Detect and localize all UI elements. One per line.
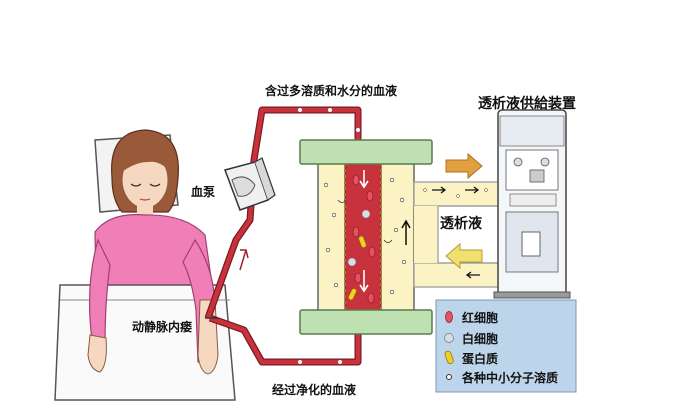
fistula-label: 动静脉内瘘 <box>132 320 193 334</box>
solute <box>389 177 395 183</box>
rbc <box>366 190 374 202</box>
dialyzer <box>299 139 433 335</box>
flow-arrow-down-icon <box>359 270 369 293</box>
pipe-arrow-right-icon <box>432 186 447 194</box>
legend-solute-icon <box>446 374 452 380</box>
top-blood-label: 含过多溶质和水分的血液 <box>265 84 398 98</box>
patient <box>54 129 236 401</box>
device-top-panel <box>499 115 565 147</box>
mouth <box>139 198 151 201</box>
device-label: 透析液供給装置 <box>478 96 576 112</box>
tube-cell <box>298 360 302 364</box>
tube-cell <box>356 128 360 132</box>
device-module <box>529 169 545 183</box>
tube-cell <box>338 360 342 364</box>
legend-wbc-icon <box>444 333 454 343</box>
dialysate-in-arrow-icon <box>445 242 483 270</box>
left-hand <box>87 334 107 373</box>
solute <box>393 227 399 233</box>
dialysate-connector <box>414 206 438 263</box>
flow-arrow-up-icon <box>239 249 249 271</box>
rbc <box>367 292 375 304</box>
pipe-arrow-right-icon <box>465 186 480 194</box>
device-connector-panel <box>509 193 557 207</box>
dialysate-out-arrow-icon <box>445 152 483 180</box>
diffusion-arrow-icon <box>383 239 393 243</box>
blood-pump <box>224 157 276 211</box>
solute <box>325 247 331 253</box>
dialysate-in-pipe <box>413 262 501 288</box>
wbc <box>361 209 371 219</box>
legend-protein-label: 蛋白质 <box>462 352 499 366</box>
gauge-icon <box>513 157 523 167</box>
rbc <box>354 272 362 284</box>
eye-right <box>149 183 161 187</box>
tube-cell <box>298 108 302 112</box>
solute <box>423 188 427 192</box>
pump-label: 血泵 <box>191 185 216 199</box>
legend-protein-icon <box>444 350 454 365</box>
legend-solute-label: 各种中小分子溶质 <box>462 371 559 385</box>
legend-box <box>435 299 577 393</box>
device-base <box>493 291 571 299</box>
pump-side <box>254 157 276 201</box>
solute <box>389 289 395 295</box>
dialyzer-top-cap <box>299 139 433 165</box>
bottom-blood-label: 经过净化的血液 <box>272 383 357 397</box>
legend <box>435 299 577 393</box>
solute <box>323 182 329 188</box>
dialysate-label: 透析液 <box>440 216 482 232</box>
flow-arrow-down-icon <box>359 170 369 189</box>
venous-line <box>209 315 361 365</box>
hair-bangs <box>122 147 170 172</box>
solute <box>484 188 488 192</box>
dialysate-out-pipe <box>413 181 501 207</box>
pipe-arrow-left-icon <box>465 271 480 279</box>
legend-wbc-label: 白细胞 <box>462 332 499 346</box>
dialyzer-bottom-cap <box>299 309 433 335</box>
rbc <box>352 174 360 186</box>
tube-cell <box>328 108 332 112</box>
solute <box>456 194 460 198</box>
eye-left <box>130 183 142 187</box>
diffusion-arrow-icon <box>337 199 347 203</box>
solute <box>401 259 407 265</box>
rbc <box>352 226 360 238</box>
legend-rbc-icon <box>445 311 453 323</box>
rbc <box>368 246 376 258</box>
solute <box>333 282 339 288</box>
shirt <box>94 214 213 291</box>
dialysate-pipes <box>413 152 501 288</box>
protein <box>358 235 367 248</box>
legend-rbc-label: 红细胞 <box>462 311 499 325</box>
solute <box>399 197 405 203</box>
dialysate-device <box>493 109 571 299</box>
gauge-icon <box>540 157 550 167</box>
protein <box>348 288 357 301</box>
device-window <box>521 231 541 257</box>
solute <box>331 212 337 218</box>
dialysate-flow-arrow-icon <box>401 219 411 245</box>
wbc <box>347 257 357 267</box>
pump-rotor-icon <box>231 176 256 197</box>
